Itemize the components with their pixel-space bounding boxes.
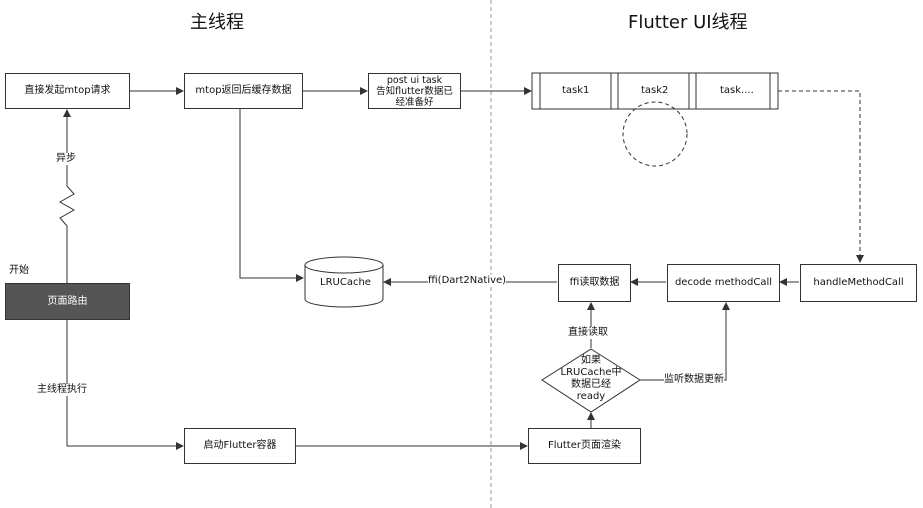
async-label: 异步	[56, 153, 76, 165]
post-task-box: post ui task 告知flutter数据已 经准备好	[368, 73, 461, 109]
mtop-cache-box: mtop返回后缓存数据	[184, 73, 303, 109]
decode-box: decode methodCall	[667, 264, 780, 302]
decision-diamond	[541, 348, 641, 413]
listen-update-label: 监听数据更新	[664, 374, 724, 386]
start-label: 开始	[9, 265, 29, 277]
decision-label: 如果 LRUCache中 数据已经 ready	[560, 355, 622, 402]
main-thread-title: 主线程	[190, 12, 244, 33]
task3-label: task....	[720, 85, 754, 96]
direct-read-label: 直接读取	[568, 327, 608, 339]
arrow-mtop-to-lrucache	[239, 108, 304, 282]
handle-box: handleMethodCall	[800, 264, 917, 302]
task1-label: task1	[562, 85, 590, 96]
main-exec-label: 主线程执行	[37, 384, 87, 396]
task-highlight-circle	[622, 101, 688, 167]
direct-mtop-box: 直接发起mtop请求	[5, 73, 130, 109]
start-flutter-box: 启动Flutter容器	[184, 428, 296, 464]
page-route-box: 页面路由	[5, 283, 130, 320]
task-queue	[531, 72, 779, 110]
flutter-render-box: Flutter页面渲染	[528, 428, 641, 464]
ffi-native-label: ffi(Dart2Native)	[428, 275, 507, 287]
lrucache-cylinder	[304, 256, 384, 308]
flutter-thread-title: Flutter UI线程	[628, 12, 748, 33]
arrow-decision-to-decode	[640, 302, 730, 381]
arrow-task-to-handle	[778, 90, 864, 263]
arrow-route-to-start	[66, 320, 184, 450]
ffi-read-box: ffi读取数据	[558, 264, 631, 302]
lrucache-label: LRUCache	[320, 277, 371, 288]
arrow-route-to-direct	[58, 109, 76, 283]
task2-label: task2	[641, 85, 669, 96]
